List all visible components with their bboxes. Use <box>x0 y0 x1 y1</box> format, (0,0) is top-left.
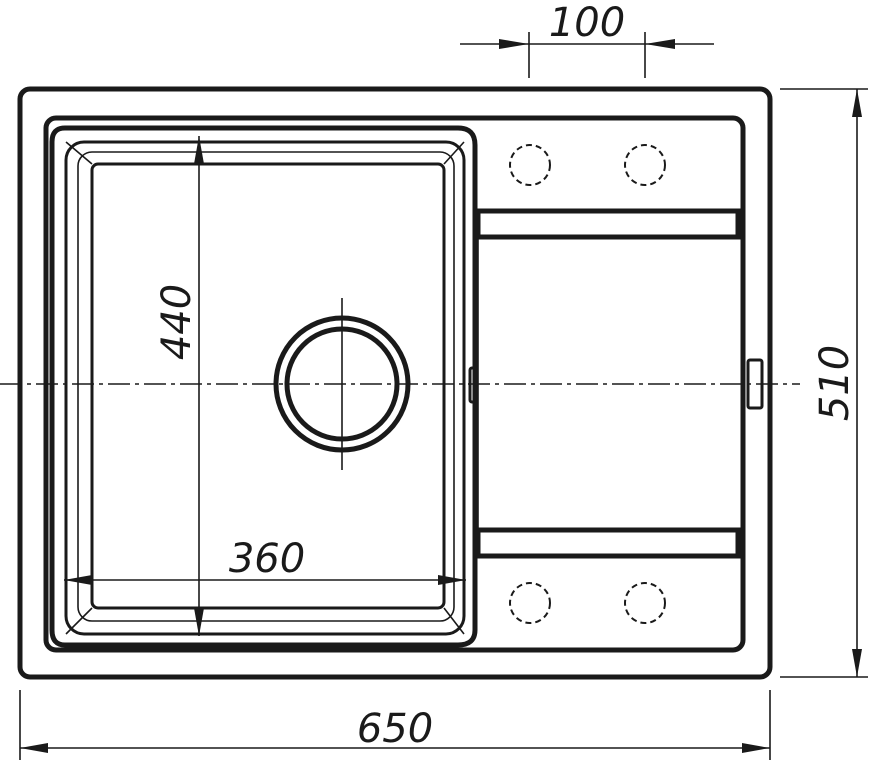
dim-label-510: 510 <box>812 345 858 421</box>
dim-label-440: 440 <box>154 284 200 360</box>
dimension-100: 100 <box>460 0 714 78</box>
dim-label-650: 650 <box>357 706 433 752</box>
tap-hole-markers <box>509 144 666 624</box>
dimension-360: 360 <box>64 536 466 585</box>
dimension-440: 440 <box>154 136 204 636</box>
drainer-area <box>468 208 764 559</box>
dimension-510: 510 <box>780 88 868 678</box>
dimension-650: 650 <box>19 690 771 760</box>
dim-label-360: 360 <box>229 536 305 582</box>
sink-bowl <box>49 125 478 648</box>
dim-label-100: 100 <box>549 0 625 46</box>
